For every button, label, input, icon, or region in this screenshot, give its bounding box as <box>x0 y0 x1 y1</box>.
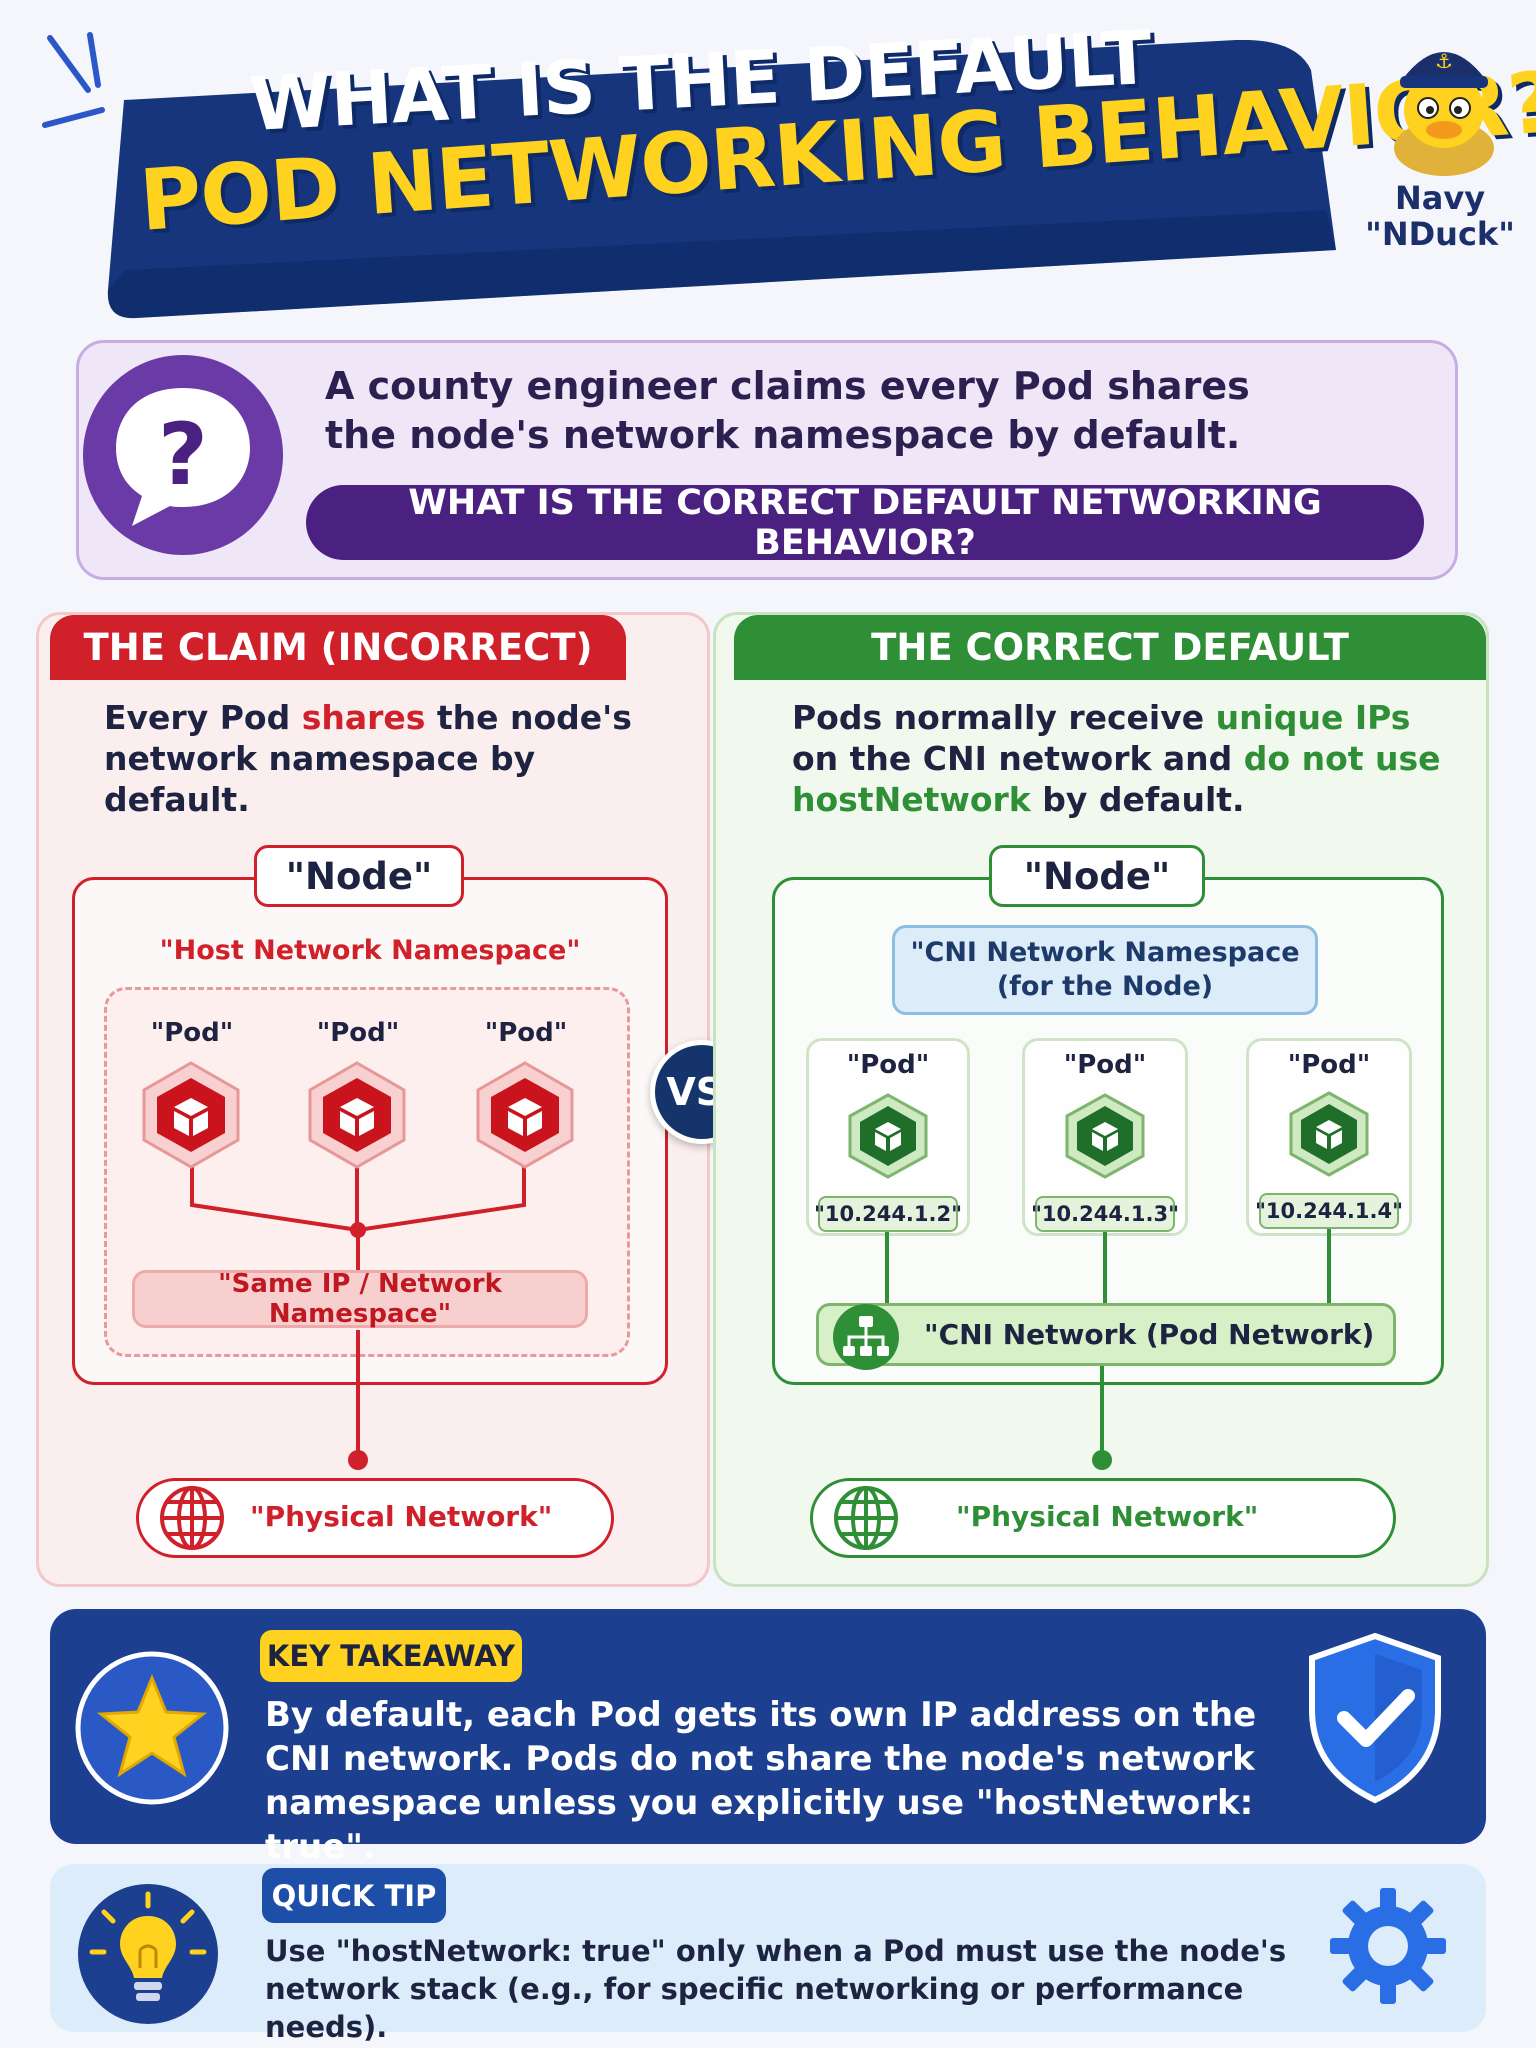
question-bubble-icon: ? <box>83 355 283 555</box>
claim-desc-part: Every Pod <box>104 698 302 737</box>
same-ip-namespace-label: "Same IP / Network Namespace" <box>132 1269 588 1329</box>
pod-cube-icon <box>1065 1093 1145 1179</box>
globe-icon <box>834 1486 898 1550</box>
correct-desc-highlight: unique IPs <box>1215 698 1411 737</box>
pod-ip-badge: "10.244.1.3" <box>1031 1196 1179 1232</box>
svg-text:⚓: ⚓ <box>1435 49 1453 73</box>
cni-pod-network-bar <box>816 1303 1396 1366</box>
globe-icon <box>160 1486 224 1550</box>
key-takeaway-badge: KEY TAKEAWAY <box>260 1630 522 1682</box>
pod-cube-icon <box>1289 1091 1369 1177</box>
pod-ip-badge: "10.244.1.4" <box>1255 1193 1403 1229</box>
gear-icon <box>1330 1888 1446 2004</box>
question-banner: WHAT IS THE CORRECT DEFAULT NETWORKING B… <box>306 483 1424 563</box>
claim-node-label: "Node" <box>254 845 464 907</box>
correct-pod-label: "Pod" <box>1287 1050 1371 1080</box>
tip-line-1: Use "hostNetwork: true" only when a Pod … <box>265 1934 1287 1968</box>
quick-tip-badge: QUICK TIP <box>262 1868 446 1923</box>
svg-text:?: ? <box>158 405 208 505</box>
correct-node-label: "Node" <box>989 845 1205 907</box>
correct-desc-part: on the CNI network and <box>792 739 1244 778</box>
claim-physical-network-label: "Physical Network" <box>250 1500 553 1533</box>
pod-cube-icon <box>476 1061 574 1169</box>
correct-pod-label: "Pod" <box>846 1050 930 1080</box>
key-takeaway-text: By default, each Pod gets its own IP add… <box>265 1693 1285 1869</box>
claim-pod-label: "Pod" <box>316 1018 400 1048</box>
tip-line-2: network stack (e.g., for specific networ… <box>265 1972 1244 2044</box>
pod-cube-icon <box>848 1093 928 1179</box>
claim-pod-label: "Pod" <box>484 1018 568 1048</box>
shield-check-icon <box>1309 1632 1441 1804</box>
question-line-2: the node's network namespace by default. <box>325 413 1241 457</box>
correct-desc-highlight: hostNetwork <box>792 780 1031 819</box>
takeaway-line-3: namespace unless you explicitly use "hos… <box>265 1783 1254 1867</box>
network-hierarchy-icon <box>833 1304 899 1370</box>
pod-cube-icon <box>308 1061 406 1169</box>
cni-ns-line-1: "CNI Network Namespace <box>910 937 1300 968</box>
mascot-label-line-1: Navy <box>1394 179 1486 217</box>
lightbulb-icon <box>78 1884 218 2024</box>
claim-panel-title: THE CLAIM (INCORRECT) <box>50 615 626 680</box>
takeaway-line-2: CNI network. Pods do not share the node'… <box>265 1739 1255 1779</box>
correct-description: Pods normally receive unique IPs on the … <box>792 697 1472 820</box>
mascot-label-line-2: "NDuck" <box>1365 215 1515 253</box>
claim-desc-part: the node's <box>425 698 632 737</box>
host-network-namespace-label: "Host Network Namespace" <box>159 935 581 966</box>
correct-desc-highlight: do not use <box>1243 739 1441 778</box>
correct-physical-network-label: "Physical Network" <box>956 1500 1259 1533</box>
quick-tip-text: Use "hostNetwork: true" only when a Pod … <box>265 1932 1305 2046</box>
pod-ip-badge: "10.244.1.2" <box>814 1196 962 1232</box>
correct-desc-part: Pods normally receive <box>792 698 1216 737</box>
navy-duck-mascot-icon: ⚓ <box>1394 49 1494 176</box>
cni-network-namespace-box: "CNI Network Namespace (for the Node) <box>892 925 1318 1015</box>
question-line-1: A county engineer claims every Pod share… <box>325 364 1250 408</box>
star-icon <box>75 1651 229 1805</box>
title-banner <box>107 40 1336 319</box>
mascot-label: Navy "NDuck" <box>1360 180 1520 252</box>
claim-desc-line-2: network namespace by default. <box>104 739 536 819</box>
correct-desc-part: by default. <box>1030 780 1245 819</box>
cni-ns-line-2: (for the Node) <box>996 971 1214 1002</box>
claim-description: Every Pod shares the node's network name… <box>104 697 684 820</box>
claim-pod-label: "Pod" <box>150 1018 234 1048</box>
correct-physical-network <box>810 1478 1396 1558</box>
pod-cube-icon <box>142 1061 240 1169</box>
correct-panel-title: THE CORRECT DEFAULT <box>734 615 1486 680</box>
sparkle-icon <box>42 32 105 128</box>
takeaway-line-1: By default, each Pod gets its own IP add… <box>265 1695 1257 1735</box>
claim-desc-highlight: shares <box>301 698 426 737</box>
question-text: A county engineer claims every Pod share… <box>325 362 1425 460</box>
cni-pod-network-label: "CNI Network (Pod Network) <box>924 1318 1375 1351</box>
correct-pod-label: "Pod" <box>1063 1050 1147 1080</box>
claim-physical-network <box>136 1478 614 1558</box>
